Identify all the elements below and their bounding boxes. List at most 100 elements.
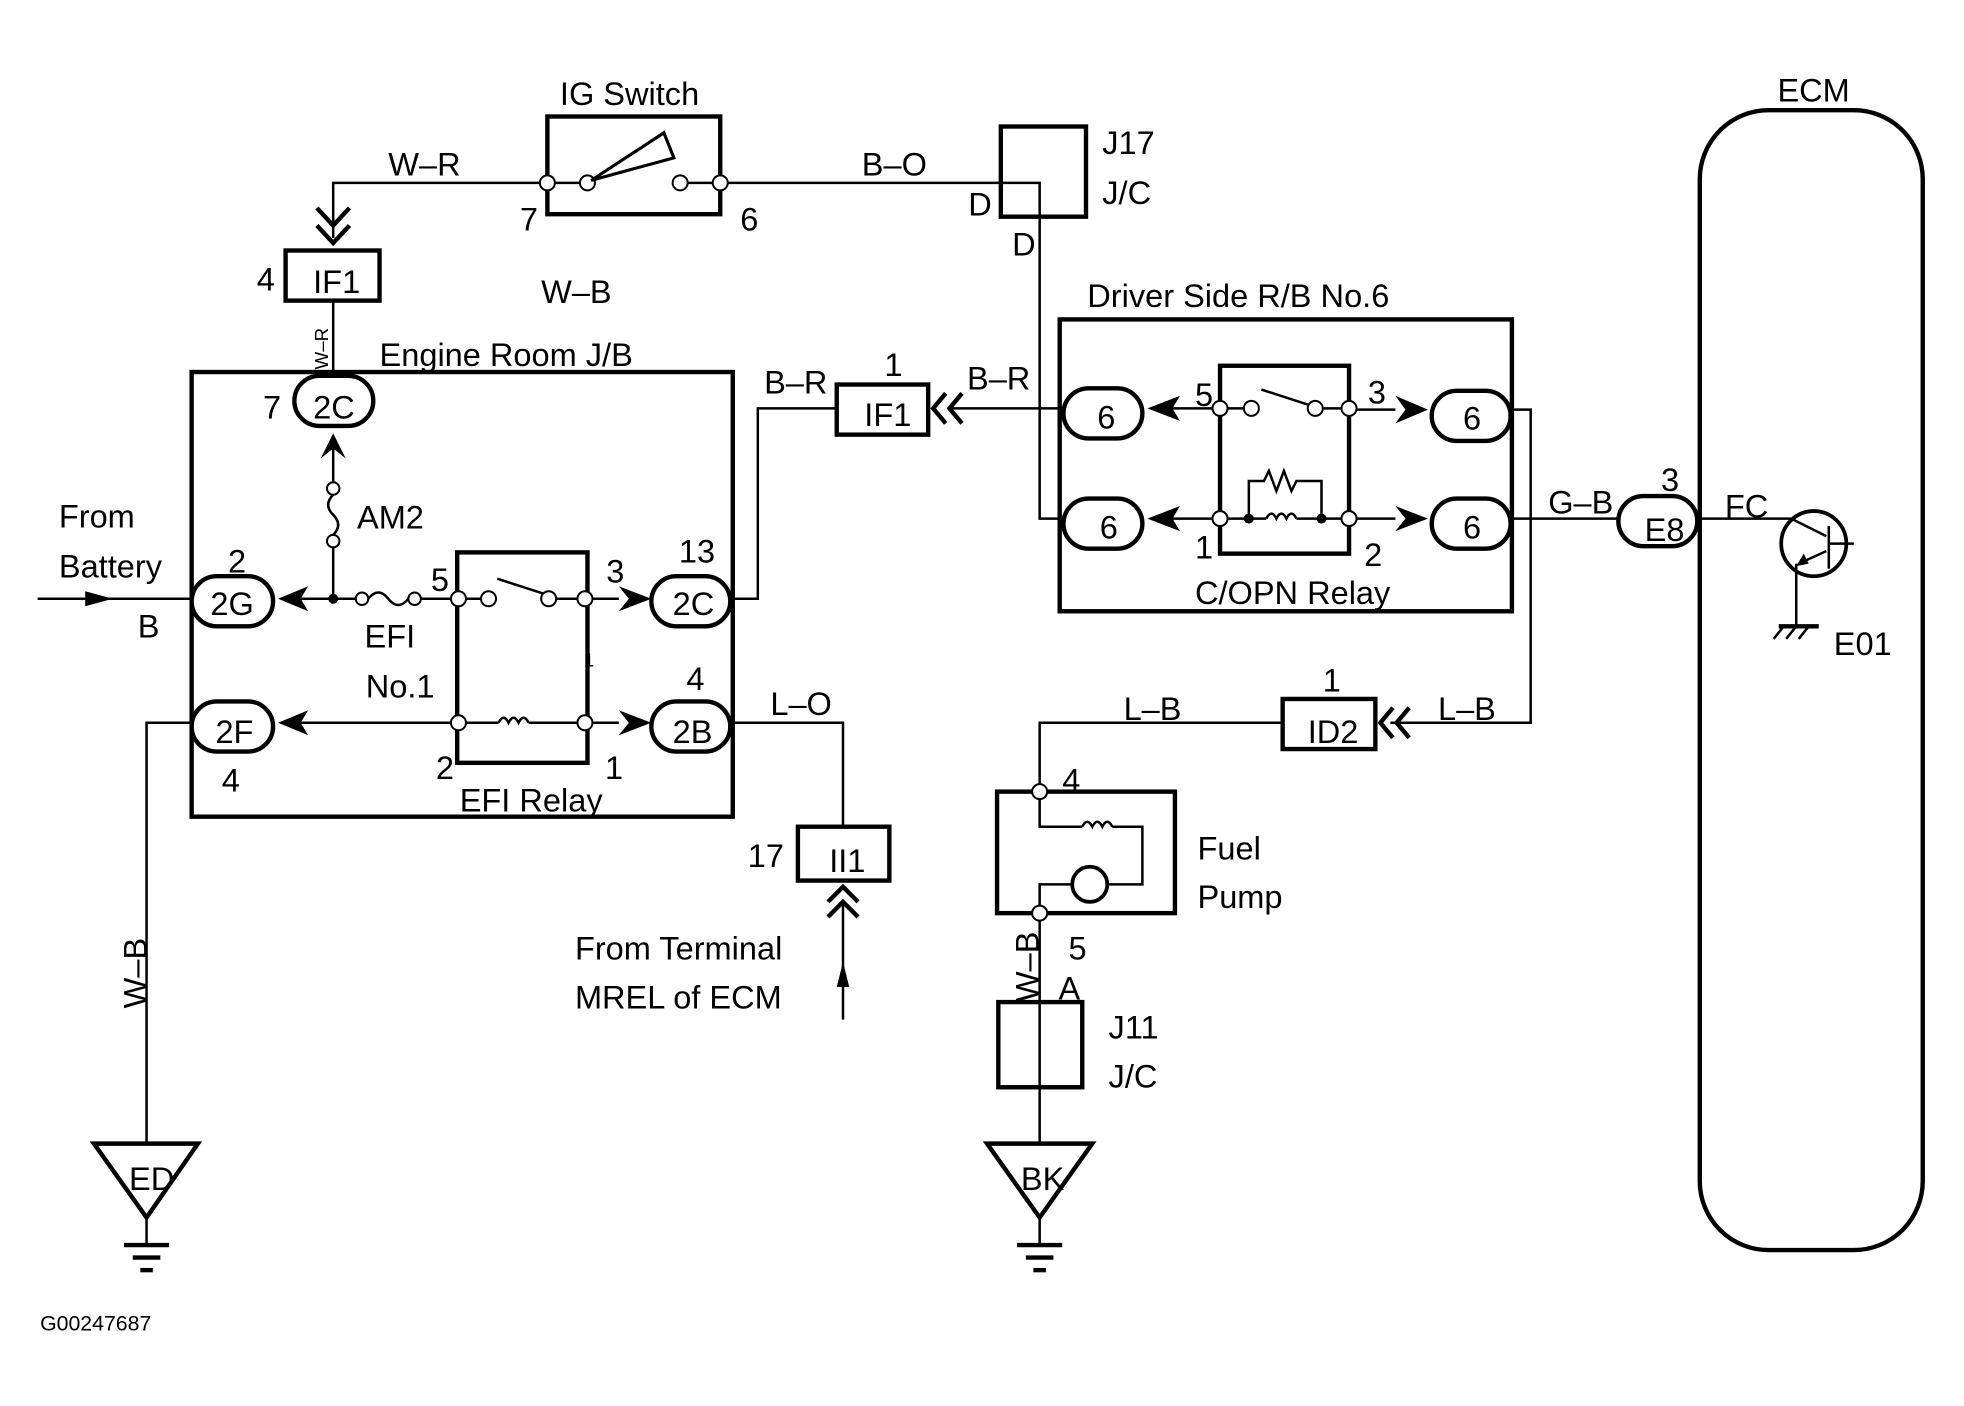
fuse-efi-icon — [367, 591, 410, 607]
svg-text:6: 6 — [1097, 399, 1115, 435]
wire-label-l-b-left: L–B — [1124, 691, 1182, 727]
engine-room-jb-title: Engine Room J/B — [380, 337, 633, 373]
svg-text:2G: 2G — [210, 586, 253, 622]
connector-arrow-icon — [826, 898, 860, 919]
wire-label-g-b: G–B — [1548, 485, 1613, 521]
svg-text:4: 4 — [257, 262, 275, 298]
svg-text:2C: 2C — [313, 389, 355, 425]
svg-text:13: 13 — [679, 533, 715, 569]
connector-if1-mid: IF1 1 — [834, 347, 931, 437]
connector-arrow-icon — [1395, 395, 1428, 424]
svg-text:1: 1 — [1195, 530, 1213, 566]
svg-text:5: 5 — [1068, 930, 1086, 966]
connector-arrow-icon — [278, 586, 309, 612]
svg-text:6: 6 — [1100, 510, 1118, 546]
svg-text:ID2: ID2 — [1308, 714, 1359, 750]
terminal-icon — [711, 174, 729, 192]
driver-side-relay-block: Driver Side R/B No.6 6 6 6 6 5 3 — [1057, 278, 1515, 614]
svg-text:2: 2 — [436, 750, 454, 786]
wire-label-b: B — [138, 609, 160, 645]
wire-label-b-o: B–O — [862, 146, 927, 182]
connector-2c-right — [649, 574, 733, 629]
connector-arrow-icon — [618, 710, 652, 736]
arrow-right-icon — [85, 591, 113, 607]
connector-arrow-icon — [1377, 706, 1395, 740]
fuse-efi-label-1: EFI — [365, 619, 416, 655]
connector-arrow-icon — [1395, 506, 1428, 532]
svg-text:J11: J11 — [1109, 1009, 1159, 1045]
efi-relay-box — [455, 550, 590, 766]
connector-arrow-icon — [930, 391, 948, 425]
svg-text:J/C: J/C — [1109, 1058, 1158, 1094]
wire-label-w-r: W–R — [388, 146, 460, 182]
ecm-module: ECM FC E01 — [1697, 72, 1925, 1253]
svg-text:6: 6 — [1463, 401, 1481, 437]
engine-room-junction-block: Engine Room J/B 2C 7 AM2 2G 2 EFI No.1 — [189, 337, 735, 819]
terminal-icon — [671, 174, 689, 192]
svg-text:J/C: J/C — [1102, 175, 1151, 211]
transistor-icon — [1779, 509, 1854, 627]
svg-text:BK: BK — [1021, 1161, 1065, 1197]
svg-text:D: D — [1012, 227, 1036, 263]
pump-coil-icon — [1081, 820, 1114, 830]
junction-j11: A J11 J/C — [996, 971, 1159, 1094]
connector-2f — [189, 699, 276, 754]
connector-6-top-right — [1429, 388, 1513, 444]
svg-text:D: D — [968, 186, 992, 222]
ground-bk: BK — [982, 1141, 1097, 1273]
relay-coil-icon — [1265, 512, 1298, 522]
arrow-up-icon — [836, 961, 850, 988]
wire-label-w-r-vertical: W–R — [311, 328, 332, 370]
ig-switch-box — [545, 114, 723, 217]
svg-text:2C: 2C — [673, 586, 715, 622]
svg-text:E8: E8 — [1645, 512, 1685, 548]
ecm-terminal-fc: FC — [1725, 488, 1768, 524]
ig-switch-title: IG Switch — [560, 76, 699, 112]
relay-switch-contact-icon — [496, 577, 545, 595]
connector-e8: E8 3 — [1616, 462, 1700, 549]
svg-text:A: A — [1058, 971, 1080, 1007]
fuel-pump: 4 Fuel Pump 5 — [994, 763, 1283, 966]
efi-relay-title: EFI Relay — [460, 783, 604, 819]
relay-coil-icon — [497, 716, 530, 726]
connector-arrow-icon — [618, 586, 652, 612]
connector-arrow-icon — [1393, 706, 1411, 740]
connector-2c-top — [292, 373, 376, 429]
wire-label-w-b-pump: W–B — [1009, 932, 1045, 1003]
connector-id2: ID2 1 — [1280, 662, 1378, 752]
ground-ed: ED — [89, 1141, 203, 1273]
connector-if1-top: IF1 4 — [257, 248, 382, 303]
connector-2b — [649, 699, 733, 754]
from-battery-label-2: Battery — [59, 548, 163, 584]
connector-6-bottom-right — [1429, 496, 1513, 551]
ecm-ground-e01: E01 — [1834, 626, 1892, 662]
svg-text:1: 1 — [884, 347, 902, 383]
from-terminal-label-2: MREL of ECM — [575, 979, 782, 1015]
from-terminal-label-1: From Terminal — [575, 930, 782, 966]
fuse-am2-label: AM2 — [357, 500, 424, 536]
splice-dot-icon — [328, 593, 339, 604]
svg-text:4: 4 — [686, 661, 704, 697]
svg-text:4: 4 — [1062, 763, 1080, 799]
svg-text:1: 1 — [605, 750, 623, 786]
relay-switch-contact-icon — [1260, 388, 1309, 406]
ground-icon — [1017, 1242, 1063, 1273]
ground-icon — [124, 1242, 170, 1273]
svg-text:5: 5 — [431, 562, 449, 598]
connector-arrow-icon — [315, 206, 352, 229]
wire-label-w-b: W–B — [541, 274, 612, 310]
svg-text:5: 5 — [1195, 377, 1213, 413]
driver-rb-title: Driver Side R/B No.6 — [1087, 278, 1389, 314]
copn-relay-box — [1217, 363, 1352, 556]
copn-relay-title: C/OPN Relay — [1195, 575, 1391, 611]
svg-text:2F: 2F — [215, 714, 253, 750]
svg-text:3: 3 — [606, 553, 624, 589]
junction-j17: J17 J/C D D — [968, 124, 1155, 263]
connector-ii1: II1 17 — [748, 824, 892, 883]
connector-arrow-icon — [1147, 506, 1180, 532]
svg-text:II1: II1 — [829, 843, 865, 879]
wire-label-b-r-left: B–R — [764, 364, 827, 400]
connector-arrow-icon — [315, 223, 352, 247]
ecm-title: ECM — [1777, 72, 1849, 108]
